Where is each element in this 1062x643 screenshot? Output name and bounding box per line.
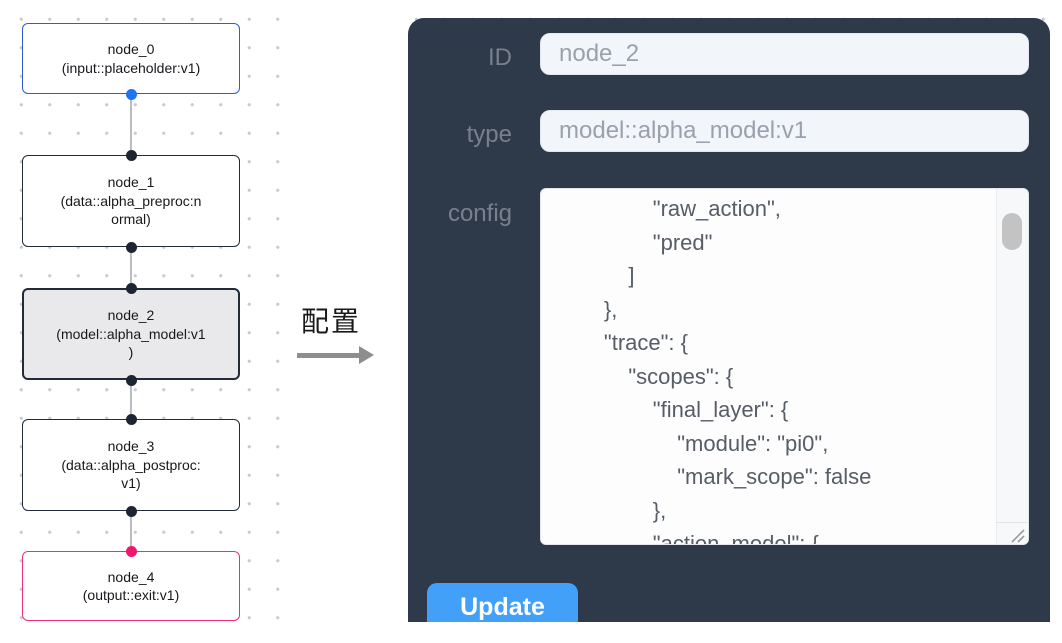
handle-node3-target [125, 413, 137, 425]
type-field-input[interactable]: model::alpha_model:v1 [540, 110, 1029, 152]
node-config-panel: ID node_2 type model::alpha_model:v1 con… [408, 18, 1050, 622]
update-button[interactable]: Update [427, 583, 578, 622]
scrollbar-corner [996, 522, 1028, 544]
resize-grip-icon[interactable] [1006, 526, 1026, 544]
config-annotation: 配置 [288, 300, 388, 364]
type-field-label: type [466, 121, 512, 148]
flow-node-node_4[interactable]: node_4 (output::exit:v1) [22, 551, 240, 621]
handle-node1-target [125, 149, 137, 161]
flow-node-node_1[interactable]: node_1 (data::alpha_preproc:n ormal) [22, 155, 240, 247]
config-annotation-label: 配置 [300, 306, 361, 337]
handle-node1-source [125, 241, 137, 253]
flow-canvas[interactable]: node_0 (input::placeholder:v1) node_1 (d… [0, 0, 282, 643]
config-field-label: config [447, 200, 512, 227]
id-field-label: ID [488, 44, 512, 71]
handle-node2-target [125, 282, 137, 294]
handle-node2-source [125, 374, 137, 386]
config-json-content[interactable]: "raw_action", "pred" ] }, "trace": { "sc… [603, 196, 872, 545]
handle-node3-source [125, 505, 137, 517]
scrollbar-thumb[interactable] [1002, 213, 1022, 250]
handle-node0-source [125, 88, 137, 100]
flow-node-node_0[interactable]: node_0 (input::placeholder:v1) [22, 23, 240, 94]
handle-node4-target [125, 545, 137, 557]
config-json-editor[interactable]: "raw_action", "pred" ] }, "trace": { "sc… [540, 188, 1029, 545]
right-arrow-icon [288, 346, 388, 364]
id-field-input[interactable]: node_2 [540, 33, 1029, 75]
flow-node-node_2-selected[interactable]: node_2 (model::alpha_model:v1 ) [22, 288, 240, 380]
flow-node-node_3[interactable]: node_3 (data::alpha_postproc: v1) [22, 419, 240, 511]
scrollbar-track[interactable] [996, 189, 1028, 522]
